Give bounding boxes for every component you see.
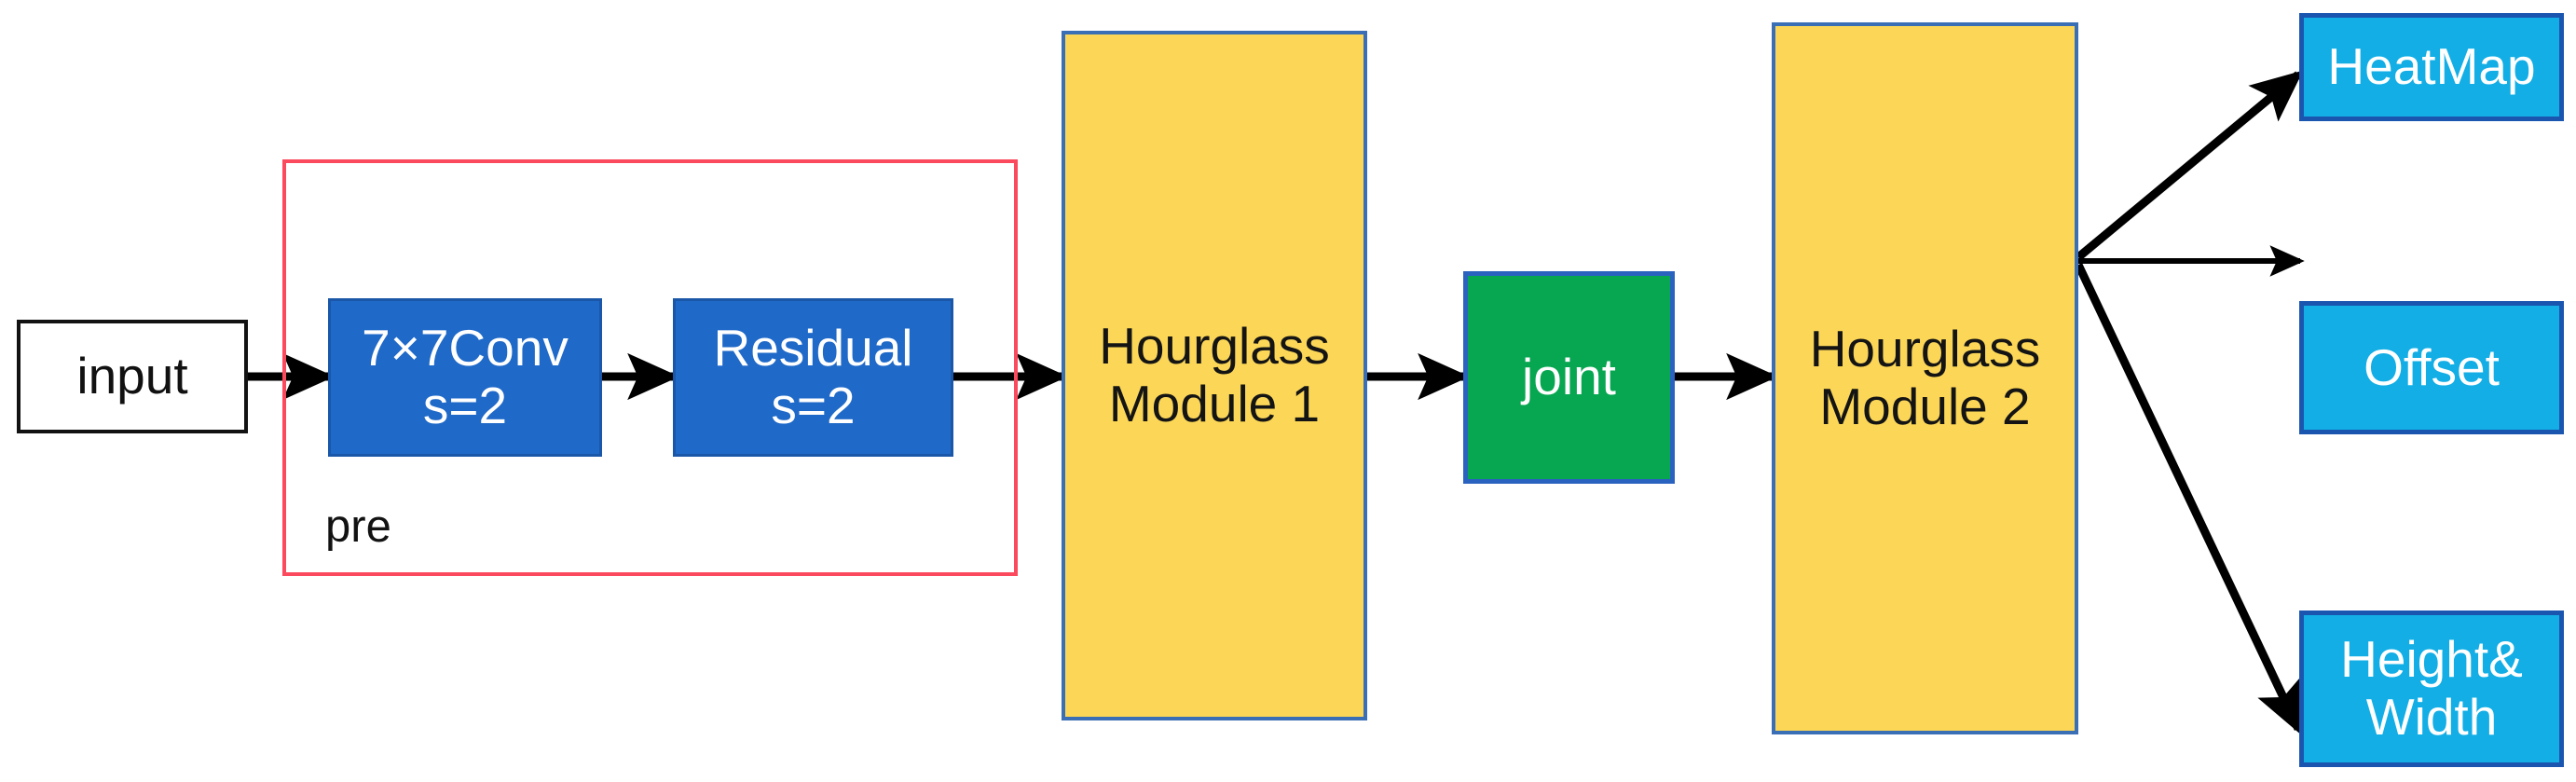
edge-hourglass2-to-heightwidth: [2074, 263, 2303, 735]
node-hourglass-module-1[interactable]: Hourglass Module 1: [1062, 31, 1367, 720]
node-height-width-label: Height& Width: [2340, 630, 2523, 746]
node-hourglass-module-1-label: Hourglass Module 1: [1099, 317, 1330, 432]
node-joint[interactable]: joint: [1463, 271, 1675, 484]
edge-hourglass2-to-heatmap: [2076, 70, 2304, 261]
node-offset[interactable]: Offset: [2299, 301, 2564, 434]
node-input-label: input: [76, 347, 188, 405]
node-residual[interactable]: Residual s=2: [673, 298, 953, 457]
node-residual-label: Residual s=2: [713, 319, 913, 434]
node-conv[interactable]: 7×7Conv s=2: [328, 298, 602, 457]
node-height-width[interactable]: Height& Width: [2299, 611, 2564, 767]
node-heatmap-label: HeatMap: [2327, 37, 2536, 96]
node-joint-label: joint: [1522, 348, 1616, 406]
pre-group-label: pre: [325, 501, 391, 552]
pre-group-box: [282, 159, 1018, 576]
node-offset-label: Offset: [2364, 337, 2500, 396]
node-heatmap[interactable]: HeatMap: [2299, 13, 2564, 121]
node-input[interactable]: input: [17, 320, 248, 433]
node-hourglass-module-2-label: Hourglass Module 2: [1809, 320, 2041, 435]
node-hourglass-module-2[interactable]: Hourglass Module 2: [1772, 22, 2078, 734]
node-conv-label: 7×7Conv s=2: [362, 319, 569, 434]
